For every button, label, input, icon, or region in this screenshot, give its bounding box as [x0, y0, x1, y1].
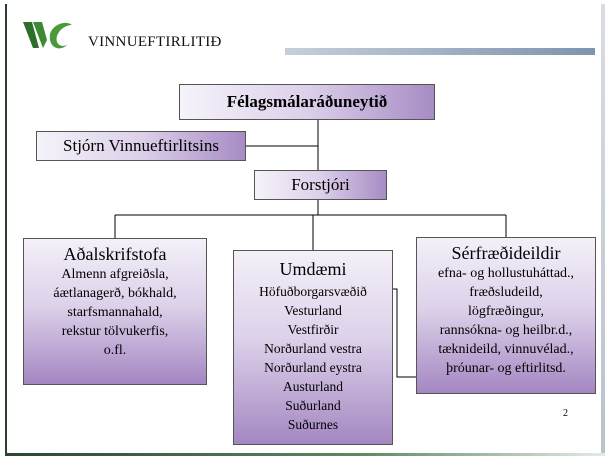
specialist-department-line: þróunar- og eftirlitsd.: [446, 361, 566, 376]
slide-frame-left: [5, 4, 7, 456]
districts-box: Umdæmi Höfuðborgarsvæðið Vesturland Vest…: [233, 250, 393, 445]
headquarters-line: áætlanagerð, bókhald,: [53, 286, 177, 301]
headquarters-line: rekstur tölvukerfis,: [61, 324, 169, 339]
board-box: Stjórn Vinnueftirlitsins: [36, 131, 246, 161]
logo-text: VINNUEFTIRLITIÐ: [88, 34, 222, 50]
district-item: Suðurland: [285, 398, 341, 413]
specialist-department-line: fræðsludeild,: [469, 285, 543, 300]
ministry-box: Félagsmálaráðuneytið: [179, 84, 435, 120]
districts-title: Umdæmi: [279, 259, 347, 279]
headquarters-line: o.fl.: [103, 343, 127, 358]
header-rule: [285, 48, 595, 55]
specialist-departments-title: Sérfræðideildir: [451, 243, 561, 263]
vinnueftirlitid-logo-icon: [23, 22, 72, 49]
district-item: Norðurland vestra: [264, 341, 362, 356]
district-item: Austurland: [283, 379, 343, 394]
headquarters-title: Aðalskrifstofa: [63, 244, 167, 264]
headquarters-line: starfsmannahald,: [67, 305, 163, 320]
district-item: Höfuðborgarsvæðið: [259, 284, 367, 299]
headquarters-line: Almenn afgreiðsla,: [61, 267, 169, 282]
district-item: Vesturland: [284, 303, 342, 318]
specialist-department-line: lögfræðingur,: [467, 304, 545, 319]
district-item: Norðurland eystra: [264, 360, 362, 375]
slide: VINNUEFTIRLITIÐ Félagsmálaráðuneytið Stj…: [5, 4, 605, 456]
director-box: Forstjóri: [254, 170, 387, 200]
specialist-department-line: efna- og hollustuháttad.,: [437, 266, 575, 281]
specialist-departments-box: Sérfræðideildir efna- og hollustuháttad.…: [416, 237, 596, 394]
district-item: Suðurnes: [287, 417, 339, 432]
page-number: 2: [563, 408, 568, 419]
district-item: Vestfirðir: [287, 322, 339, 337]
slide-frame-right: [601, 4, 605, 456]
specialist-department-line: tæknideild, vinnuvélad.,: [438, 342, 574, 357]
headquarters-box: Aðalskrifstofa Almenn afgreiðsla, áætlan…: [23, 238, 207, 385]
specialist-department-line: rannsókna- og heilbr.d.,: [439, 323, 573, 338]
slide-frame-bottom: [5, 453, 605, 456]
